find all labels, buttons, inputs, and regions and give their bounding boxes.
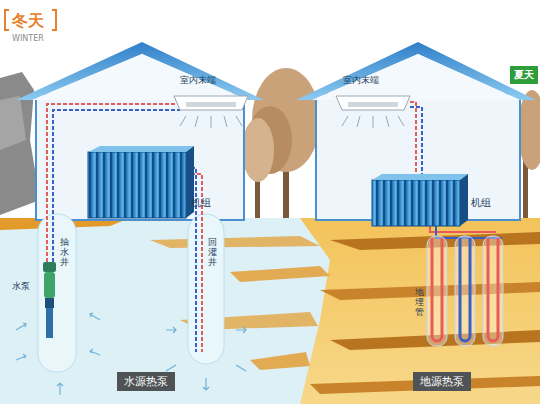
house-gable [312, 54, 520, 100]
heading-bracket [52, 10, 56, 30]
rock [0, 96, 26, 150]
ceiling-unit [336, 96, 410, 128]
ceiling-unit [174, 96, 248, 128]
well-shaft [38, 214, 76, 372]
pump-label: 水泵 [12, 280, 30, 293]
unit-label: 机组 [191, 196, 211, 210]
house-roof [16, 42, 264, 100]
house-roof [296, 42, 536, 100]
pipes [47, 104, 202, 352]
indoor-terminal-label: 室内末端 [343, 74, 379, 87]
extraction-well: 抽水井 [38, 214, 76, 372]
water-pump [43, 262, 56, 338]
heat-pump-unit [372, 174, 468, 226]
heat-pump-unit [88, 146, 194, 218]
house-gable [32, 54, 248, 100]
node-text: 回灌井 [208, 238, 217, 268]
house-wall [36, 94, 244, 220]
recharge-well: 回灌井 [188, 214, 224, 364]
system-label-box: 水源热泵 [117, 372, 175, 391]
node-text: 水源热泵 [124, 374, 168, 389]
node-text: 地源热泵 [420, 374, 464, 389]
season-subheading: WINTER [12, 34, 44, 43]
ground-loops [427, 236, 503, 346]
soil-layers [0, 218, 540, 394]
node-text: 抽水井 [60, 238, 69, 268]
season-badge: 夏天 [510, 66, 538, 84]
heading-bracket [5, 10, 9, 30]
soil [0, 218, 540, 404]
node-text: 夏天 [514, 68, 534, 82]
ground-pipe-label: 地埋管 [415, 288, 424, 318]
unit-label: 机组 [471, 196, 491, 210]
system-label-box: 地源热泵 [413, 372, 471, 391]
season-heading: 冬天 [12, 11, 44, 32]
indoor-terminal-label: 室内末端 [180, 74, 216, 87]
well-shaft [188, 214, 224, 364]
